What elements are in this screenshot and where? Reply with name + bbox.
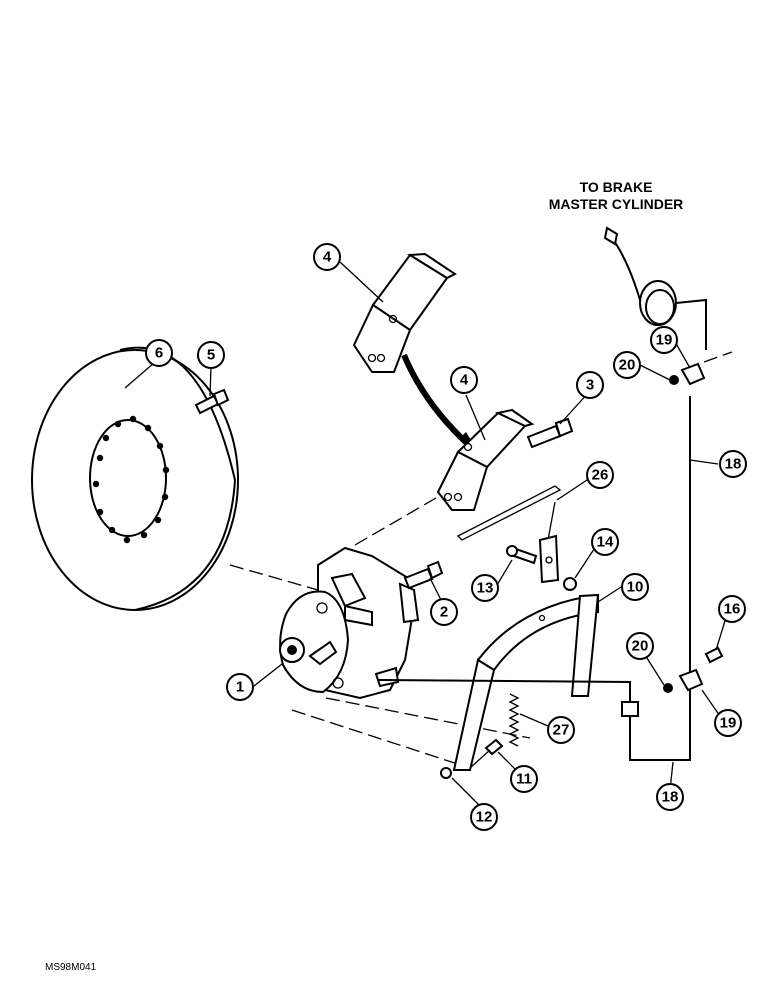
svg-text:16: 16: [724, 601, 741, 618]
svg-text:19: 19: [656, 332, 673, 349]
figure-code: MS98M041: [45, 962, 97, 973]
clevis: [538, 501, 560, 584]
callout-10: 10: [621, 573, 649, 601]
svg-text:19: 19: [720, 715, 737, 732]
caliper-assembly: [279, 546, 420, 700]
nut-12: [440, 767, 452, 779]
clip-19-lower: [678, 646, 724, 692]
callout-4-upper: 4: [313, 243, 341, 271]
nut-20-lower: [663, 683, 673, 693]
shim-plate: [456, 485, 562, 541]
bracket-lower: [436, 408, 535, 511]
svg-text:11: 11: [516, 771, 532, 788]
callout-12: 12: [470, 803, 498, 831]
callout-16: 16: [718, 595, 746, 623]
callout-19-upper: 19: [650, 326, 678, 354]
bolt-2: [403, 560, 444, 590]
bolt-11: [469, 738, 504, 769]
callout-2: 2: [430, 598, 458, 626]
svg-text:3: 3: [586, 377, 594, 394]
svg-text:13: 13: [477, 580, 494, 597]
svg-text:5: 5: [207, 347, 215, 364]
svg-text:2: 2: [440, 604, 448, 621]
callout-4-lower: 4: [450, 366, 478, 394]
bolt-3: [526, 417, 574, 449]
bolt-5: [194, 388, 230, 415]
brake-line-coil: [603, 226, 707, 350]
svg-text:20: 20: [619, 357, 636, 374]
callout-11: 11: [510, 765, 538, 793]
svg-text:14: 14: [597, 534, 614, 551]
callout-14: 14: [591, 528, 619, 556]
callout-19-lower: 19: [714, 709, 742, 737]
svg-text:20: 20: [632, 638, 649, 655]
callout-18-lower: 18: [656, 783, 684, 811]
svg-text:4: 4: [323, 249, 332, 266]
bracket-upper: [352, 252, 457, 373]
svg-text:6: 6: [155, 345, 163, 362]
callout-3: 3: [576, 371, 604, 399]
svg-text:27: 27: [553, 722, 570, 739]
callout-13: 13: [471, 574, 499, 602]
bolt-13: [506, 545, 538, 565]
svg-text:18: 18: [662, 789, 679, 806]
callout-20-upper: 20: [613, 351, 641, 379]
svg-text:12: 12: [476, 809, 493, 826]
alignment-lines: [229, 497, 531, 769]
callout-27: 27: [547, 716, 575, 744]
nut-14: [563, 577, 577, 591]
callout-26: 26: [586, 461, 614, 489]
svg-text:26: 26: [592, 467, 609, 484]
arc-bracket: [452, 593, 600, 771]
callout-18-upper: 18: [719, 450, 747, 478]
header-line-2: MASTER CYLINDER: [549, 196, 684, 212]
spring-27: [508, 693, 520, 747]
callout-5: 5: [197, 341, 225, 369]
callout-1: 1: [226, 673, 254, 701]
clip-19-upper: [680, 351, 733, 386]
svg-text:1: 1: [236, 679, 244, 696]
callout-6: 6: [145, 339, 173, 367]
nut-20-upper: [669, 375, 679, 385]
brake-disc: [31, 346, 239, 611]
svg-text:18: 18: [725, 456, 742, 473]
brake-line-lower: [377, 679, 691, 761]
callout-20-lower: 20: [626, 632, 654, 660]
svg-text:4: 4: [460, 372, 469, 389]
header-line-1: TO BRAKE: [580, 179, 653, 195]
svg-text:10: 10: [627, 579, 644, 596]
